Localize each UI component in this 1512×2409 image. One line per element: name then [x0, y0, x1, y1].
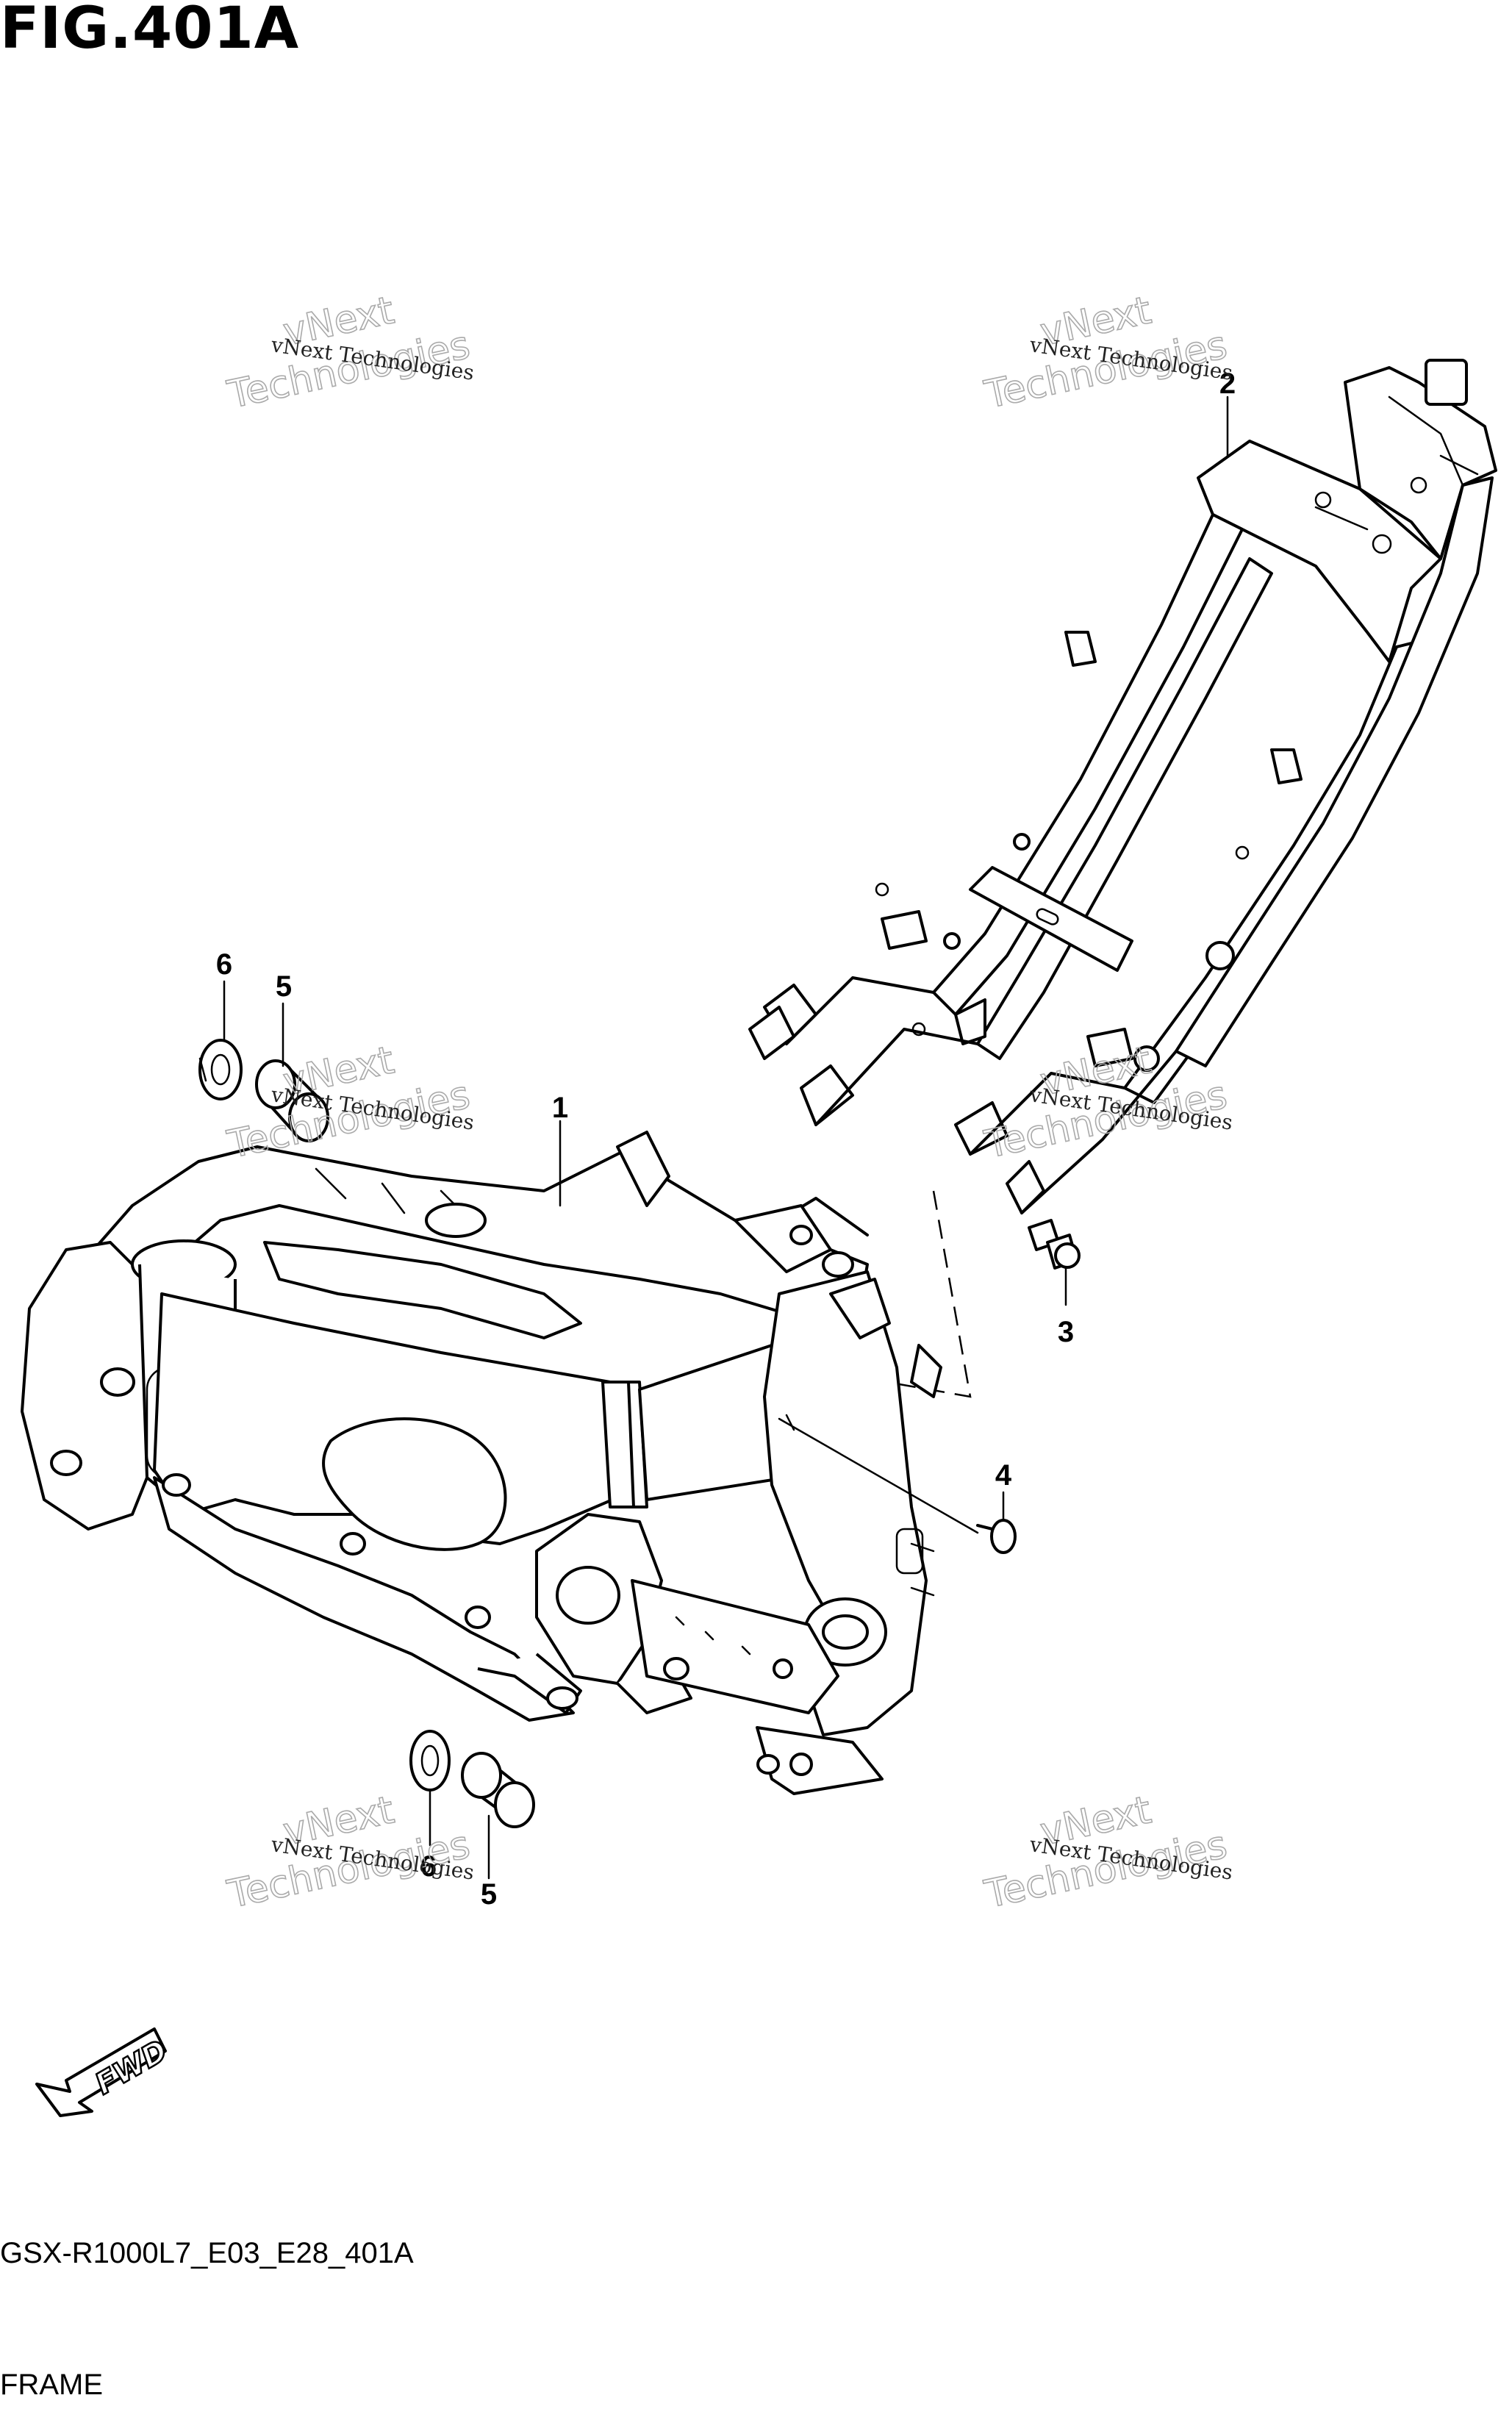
callout-3: 3 — [1058, 1316, 1074, 1348]
spacer-upper-drawing — [255, 1059, 329, 1142]
watermark-mid-left: vNext Technologies vNext Technologies — [223, 1038, 476, 1168]
seat-rail-drawing — [748, 359, 1497, 1398]
callout-5-upper: 5 — [276, 970, 292, 1003]
figure-caption: FRAME — [0, 2369, 103, 2401]
callout-1: 1 — [552, 1092, 568, 1124]
callout-2: 2 — [1219, 368, 1236, 400]
callout-5-lower: 5 — [481, 1878, 497, 1911]
callout-6-lower: 6 — [420, 1850, 437, 1883]
watermark-top-left: vNext Technologies vNext Technologies — [223, 288, 476, 418]
washer-upper-drawing — [198, 1039, 243, 1100]
callout-4: 4 — [995, 1459, 1012, 1492]
washer-lower-drawing — [409, 1730, 451, 1791]
watermark-top-right: vNext Technologies vNext Technologies — [980, 288, 1234, 418]
fwd-arrow: FWD — [35, 2027, 174, 2117]
watermark-bottom-right: vNext Technologies vNext Technologies — [980, 1788, 1234, 1918]
spacer-lower-drawing — [461, 1752, 535, 1828]
figure-code: GSX-R1000L7_E03_E28_401A — [0, 2237, 414, 2269]
watermark-bottom-left: vNext Technologies vNext Technologies — [223, 1788, 476, 1918]
frame-plug-drawing — [976, 1519, 1017, 1554]
main-frame-drawing — [21, 1131, 979, 1795]
figure-title: FIG.401A — [0, 0, 300, 62]
callout-6-upper: 6 — [216, 948, 232, 981]
rail-bolt-drawing — [1028, 1219, 1081, 1270]
leader-lines — [223, 395, 1229, 1880]
